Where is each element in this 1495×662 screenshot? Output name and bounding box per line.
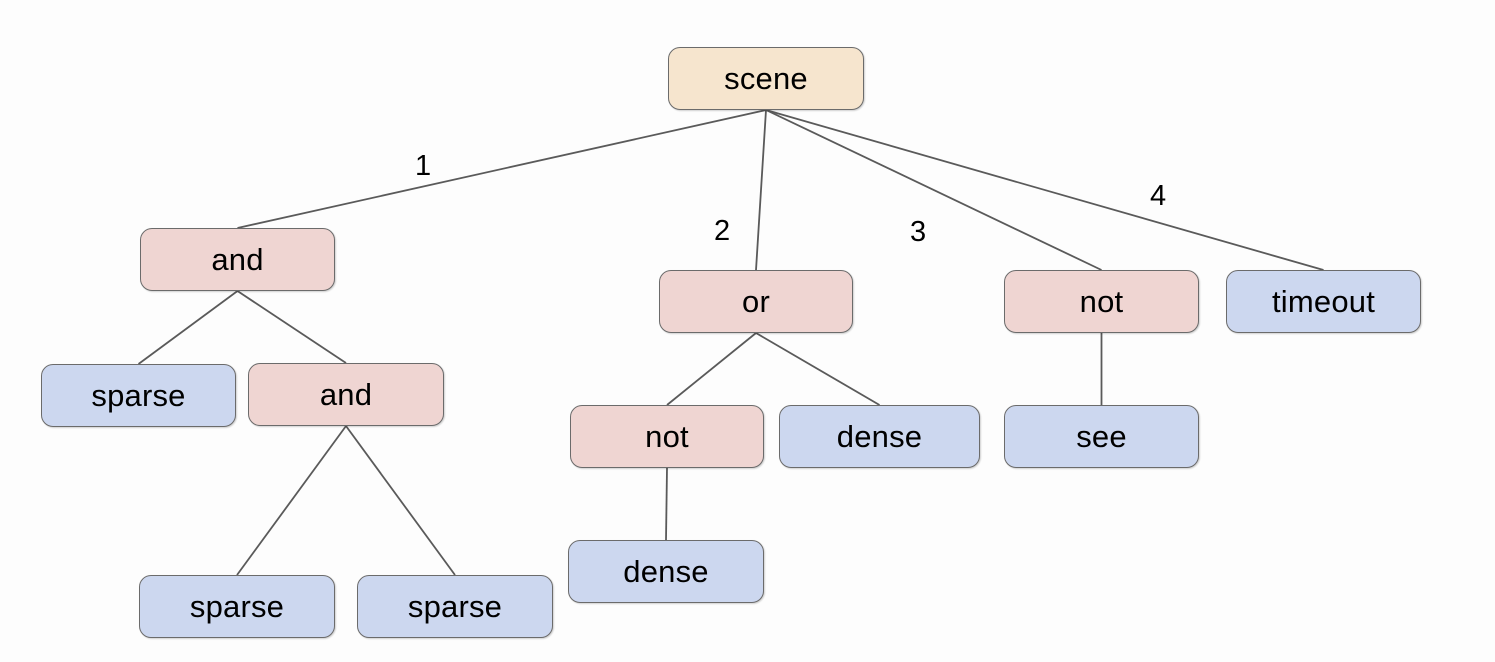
tree-node-label: not (1079, 284, 1124, 319)
tree-edge-or1-to-dense1 (755, 332, 880, 406)
tree-node-label: see (1076, 419, 1127, 454)
tree-node-sparse1[interactable]: sparse (41, 364, 236, 427)
tree-edge-and1-to-and2 (237, 290, 347, 364)
tree-node-label: sparse (407, 589, 503, 624)
tree-edge-scene-to-timeout (765, 109, 1324, 271)
edge-label-scene-to-timeout: 4 (1150, 180, 1167, 212)
tree-node-label: and (319, 377, 373, 412)
tree-edge-not2-to-dense2 (665, 467, 668, 541)
tree-node-see[interactable]: see (1004, 405, 1199, 468)
edge-label-scene-to-or1: 2 (714, 215, 731, 247)
tree-node-label: dense (623, 554, 709, 589)
tree-edge-scene-to-not1 (765, 109, 1102, 271)
edge-label-scene-to-not1: 3 (910, 216, 927, 248)
tree-edge-scene-to-or1 (755, 109, 767, 271)
tree-edge-or1-to-not2 (666, 332, 757, 406)
tree-node-or1[interactable]: or (659, 270, 853, 333)
tree-node-label: and (211, 242, 264, 277)
tree-node-label: timeout (1271, 284, 1376, 319)
edge-label-scene-to-and1: 1 (415, 150, 432, 182)
tree-node-not1[interactable]: not (1004, 270, 1199, 333)
tree-edge-and1-to-sparse1 (137, 290, 239, 365)
tree-node-label: or (742, 284, 770, 319)
tree-edge-and2-to-sparse3 (345, 425, 456, 576)
tree-node-and2[interactable]: and (248, 363, 444, 426)
tree-node-sparse2[interactable]: sparse (139, 575, 335, 638)
tree-node-dense2[interactable]: dense (568, 540, 764, 603)
tree-node-label: sparse (91, 378, 186, 413)
tree-node-label: not (645, 419, 689, 454)
tree-node-sparse3[interactable]: sparse (357, 575, 553, 638)
tree-node-label: scene (724, 61, 808, 96)
tree-node-label: sparse (189, 589, 285, 624)
tree-node-dense1[interactable]: dense (779, 405, 980, 468)
tree-edge-scene-to-and1 (237, 109, 767, 229)
tree-node-not2[interactable]: not (570, 405, 764, 468)
tree-edge-and2-to-sparse2 (236, 425, 347, 576)
tree-node-timeout[interactable]: timeout (1226, 270, 1421, 333)
tree-node-scene[interactable]: scene (668, 47, 864, 110)
tree-node-and1[interactable]: and (140, 228, 335, 291)
tree-node-label: dense (836, 419, 923, 454)
